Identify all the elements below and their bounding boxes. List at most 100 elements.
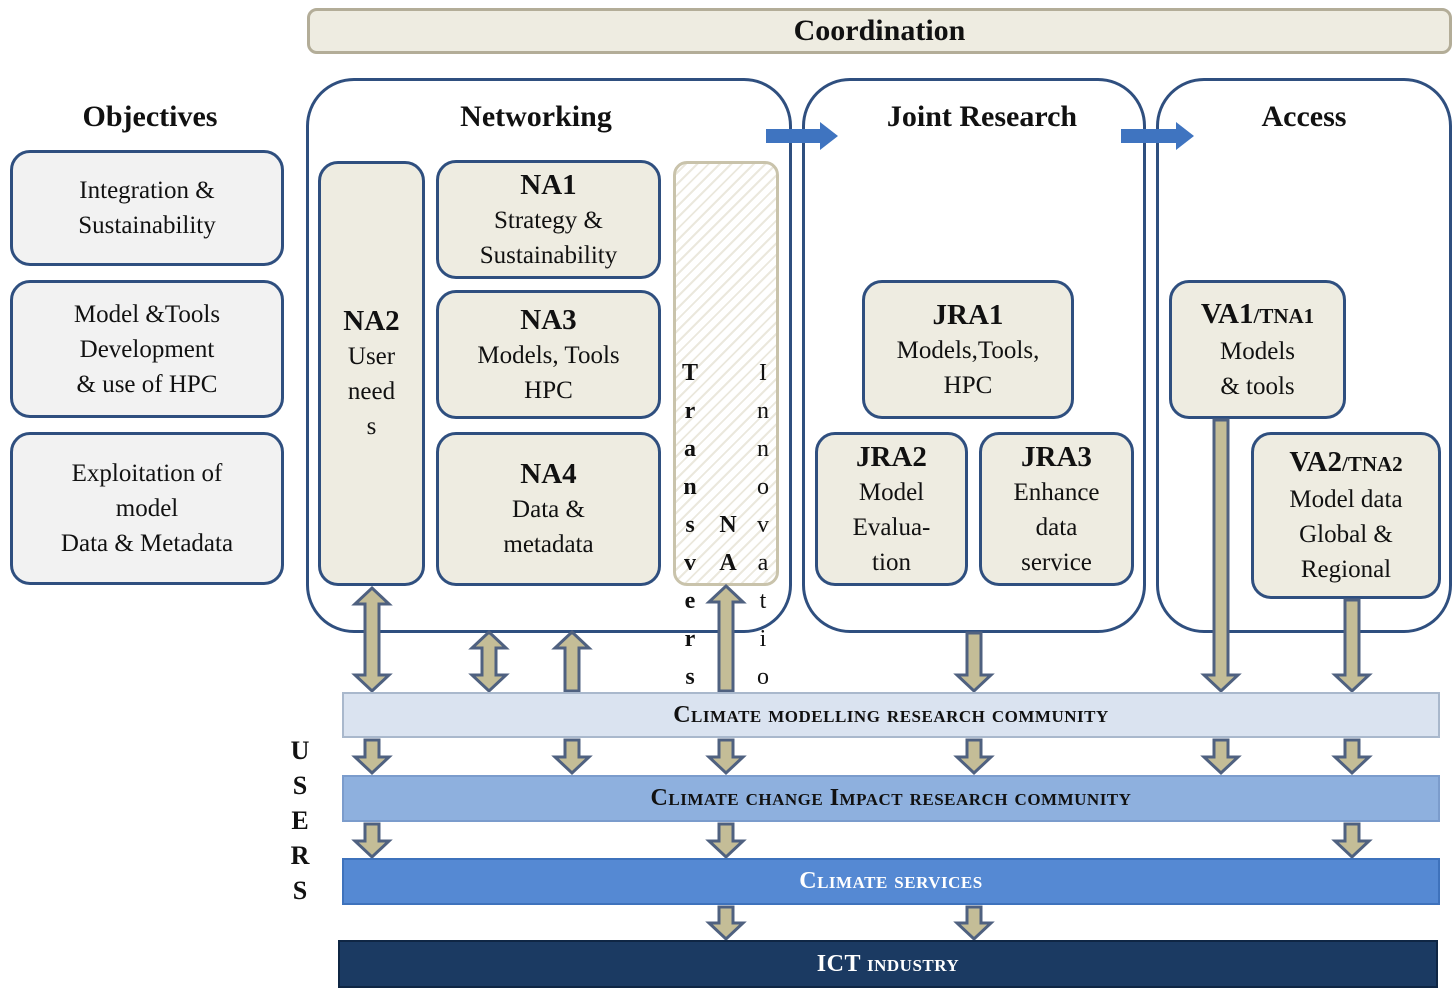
users-letter: S: [292, 876, 308, 905]
innovation-letter: t: [759, 588, 767, 614]
transverse-letter: n: [683, 474, 697, 500]
band-climate-modelling: Climate modelling research community: [342, 692, 1440, 738]
transverse-letter: a: [684, 436, 696, 462]
na3-box: NA3 Models, Tools HPC: [436, 290, 661, 419]
va2-line: Regional: [1300, 556, 1392, 583]
transverse-letter: r: [684, 626, 696, 652]
access-header: Access: [1261, 100, 1347, 133]
coordination-bar: Coordination: [307, 8, 1452, 54]
connector-arrow: [953, 738, 995, 776]
va2-box: VA2/TNA2 Model data Global & Regional: [1251, 432, 1441, 599]
connector-arrow: [953, 631, 995, 694]
connector-arrow: [705, 905, 747, 942]
na2-line: s: [366, 413, 377, 440]
objective-line: Sustainability: [78, 212, 216, 239]
connector-arrow: [705, 822, 747, 860]
na2-box: NA2 User need s: [318, 161, 425, 586]
va1-box: VA1/TNA1 Models & tools: [1169, 280, 1346, 419]
va1-title: VA1/TNA1: [1201, 296, 1314, 334]
innovation-label: Innovation: [752, 354, 774, 734]
innovation-letter: v: [757, 512, 769, 538]
users-letter: U: [290, 736, 310, 765]
objective-integration: Integration &Sustainability: [10, 150, 284, 266]
objective-line: Development: [79, 335, 215, 363]
na4-box: NA4 Data & metadata: [436, 432, 661, 586]
transverse-letter: s: [685, 664, 695, 690]
na4-line: Data &: [512, 496, 585, 523]
band-label: ICT industry: [816, 950, 960, 977]
jra1-line: Models,Tools,: [896, 336, 1040, 364]
na1-title: NA1: [520, 168, 577, 201]
jra3-box: JRA3 Enhance data service: [979, 432, 1134, 586]
users-letter: R: [290, 841, 310, 870]
connector-arrow: [551, 738, 593, 776]
joint-research-header: Joint Research: [886, 100, 1078, 133]
va1-title-main: VA1: [1200, 297, 1254, 330]
innovation-letter: n: [757, 436, 769, 462]
innovation-letter: n: [757, 398, 769, 424]
jra2-line: Evalua-: [852, 513, 931, 541]
innovation-letter: o: [757, 474, 769, 500]
objective-line: Exploitation of: [71, 460, 223, 487]
connector-arrow: [468, 629, 510, 694]
connector-arrow: [1200, 738, 1242, 776]
innovation-letter: a: [757, 550, 769, 576]
jra1-line: HPC: [943, 371, 993, 399]
na2-line: need: [347, 378, 396, 405]
connector-arrow: [1200, 418, 1242, 694]
connector-arrow: [351, 585, 393, 694]
va2-line: Global &: [1299, 521, 1393, 548]
na1-line: Strategy &: [493, 206, 603, 234]
connector-arrow: [705, 738, 747, 776]
jra2-title: JRA2: [856, 440, 927, 473]
objective-line: Data & Metadata: [60, 530, 234, 557]
connector-arrow: [1331, 822, 1373, 860]
band-climate-impact: Climate change Impact research community: [342, 775, 1440, 822]
band-climate-services: Climate services: [342, 858, 1440, 905]
na1-box: NA1 Strategy & Sustainability: [436, 160, 661, 279]
jra1-title: JRA1: [932, 298, 1004, 331]
band-label: Climate modelling research community: [673, 701, 1109, 728]
connector-arrow: [351, 738, 393, 776]
users-letter: E: [291, 806, 309, 835]
va2-title-suffix: /TNA2: [1341, 452, 1403, 476]
na3-line: HPC: [524, 376, 573, 404]
connector-arrow: [551, 629, 593, 693]
na1-line: Sustainability: [479, 241, 618, 269]
transverse-label: Transverse: [679, 354, 701, 734]
jra3-line: Enhance: [1013, 478, 1100, 506]
va1-title-suffix: /TNA1: [1253, 303, 1315, 328]
innovation-letter: o: [757, 664, 769, 690]
objective-line: & use of HPC: [76, 370, 218, 398]
va2-title-main: VA2: [1289, 446, 1342, 478]
na-letter: N: [719, 512, 737, 538]
innovation-letter: i: [759, 626, 767, 652]
innovation-letter: I: [759, 360, 767, 386]
coordination-label: Coordination: [793, 14, 966, 47]
band-label: Climate services: [799, 868, 983, 894]
va2-title: VA2/TNA2: [1289, 444, 1402, 482]
na3-line: Models, Tools: [477, 341, 620, 369]
connector-arrow: [705, 583, 747, 693]
connector-arrow: [1331, 598, 1373, 694]
transverse-letter: T: [681, 360, 698, 386]
users-letter: S: [292, 771, 308, 800]
va2-line: Model data: [1289, 486, 1403, 513]
transverse-na-box: Transverse NA Innovation: [673, 161, 779, 728]
jra2-line: Model: [858, 478, 925, 506]
jra3-title: JRA3: [1021, 440, 1092, 473]
na3-title: NA3: [520, 303, 577, 336]
connector-arrow: [953, 905, 995, 942]
na4-title: NA4: [520, 458, 577, 490]
objective-line: model: [115, 495, 179, 522]
va1-line: & tools: [1220, 372, 1295, 400]
band-ict-industry: ICT industry: [338, 940, 1438, 988]
jra3-line: data: [1035, 513, 1078, 541]
objective-line: Model &Tools: [73, 300, 221, 328]
flow-arrow: [766, 122, 838, 150]
transverse-letter: r: [684, 398, 696, 424]
